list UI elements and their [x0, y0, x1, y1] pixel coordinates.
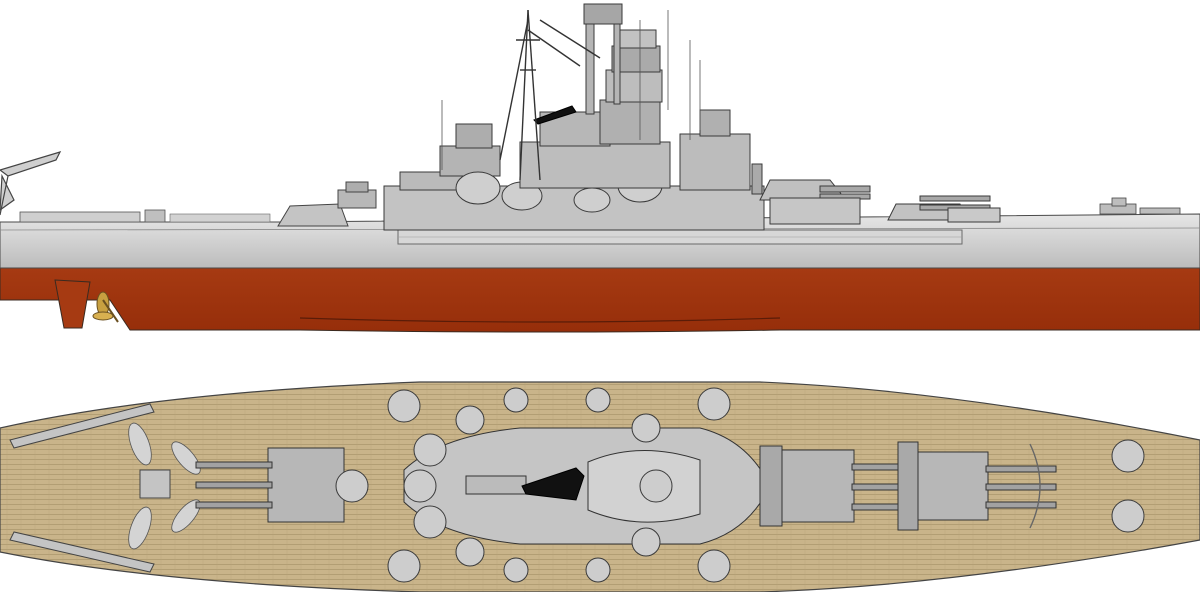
breakwater [1029, 443, 1041, 529]
superstructure [383, 3, 765, 231]
secondary-gun-mounts [335, 387, 731, 583]
aft-turret-top [195, 447, 345, 523]
forward-main-turret-top [897, 441, 1057, 531]
stern-aircraft-crane [0, 151, 62, 216]
main-mast [499, 9, 601, 181]
lower-hull-boot [0, 267, 1200, 333]
funnel-cap [533, 105, 577, 125]
aircraft-silhouettes [128, 422, 201, 550]
forward-main-turret [887, 195, 1001, 223]
quarterdeck-fittings [19, 211, 141, 223]
rudder-skeg [54, 279, 91, 329]
bow-aa-mounts [1111, 439, 1145, 533]
bow-fittings [1099, 197, 1181, 215]
antenna-whips [441, 10, 701, 170]
superstructure-top [403, 427, 771, 545]
propeller-icon [92, 291, 119, 323]
forward-superfiring-turret [759, 179, 871, 225]
aircraft-catapults [9, 403, 171, 573]
side-profile-view [0, 3, 1200, 333]
forward-superfiring-turret-top [759, 445, 923, 527]
aft-main-turret [277, 181, 377, 227]
waterline-detail [299, 317, 781, 323]
funnel-top [521, 467, 585, 501]
